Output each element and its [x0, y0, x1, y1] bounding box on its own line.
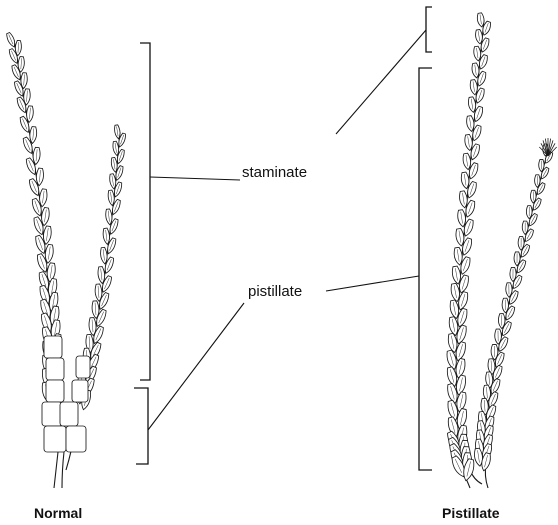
- pistillate-staminate-bracket: [426, 7, 432, 52]
- pistillate-spike-right: [473, 144, 553, 472]
- leader-lines: [148, 30, 426, 430]
- normal-lower-spikelet: [46, 358, 64, 380]
- pistillate-pistillate-bracket: [419, 68, 432, 470]
- leader-staminate-pistillate: [336, 30, 426, 134]
- pistillate-inflorescence: [445, 13, 556, 488]
- normal-lower-spikelet: [66, 426, 86, 452]
- normal-lower-spikelet: [72, 380, 88, 402]
- normal-lower-spikelet: [42, 402, 62, 426]
- normal-staminate-bracket: [140, 43, 150, 380]
- normal-inflorescence: [5, 32, 126, 488]
- label-staminate: staminate: [240, 164, 309, 181]
- pistillate-tip-tuft: [539, 138, 556, 156]
- caption-normal: Normal: [34, 506, 82, 520]
- normal-pistillate-segment: [42, 336, 90, 452]
- normal-lower-spikelet: [76, 356, 90, 378]
- normal-lower-spikelet: [44, 336, 62, 358]
- leader-pistillate-normal: [148, 303, 244, 430]
- leader-staminate-normal: [150, 177, 240, 180]
- normal-lower-spikelet: [46, 380, 64, 402]
- normal-lower-spikelet: [44, 426, 66, 452]
- label-pistillate: pistillate: [246, 283, 304, 300]
- normal-lower-spikelet: [60, 402, 78, 426]
- leader-pistillate-pistillate: [326, 276, 419, 291]
- normal-pistillate-bracket: [134, 388, 148, 464]
- caption-pistillate: Pistillate: [442, 506, 500, 520]
